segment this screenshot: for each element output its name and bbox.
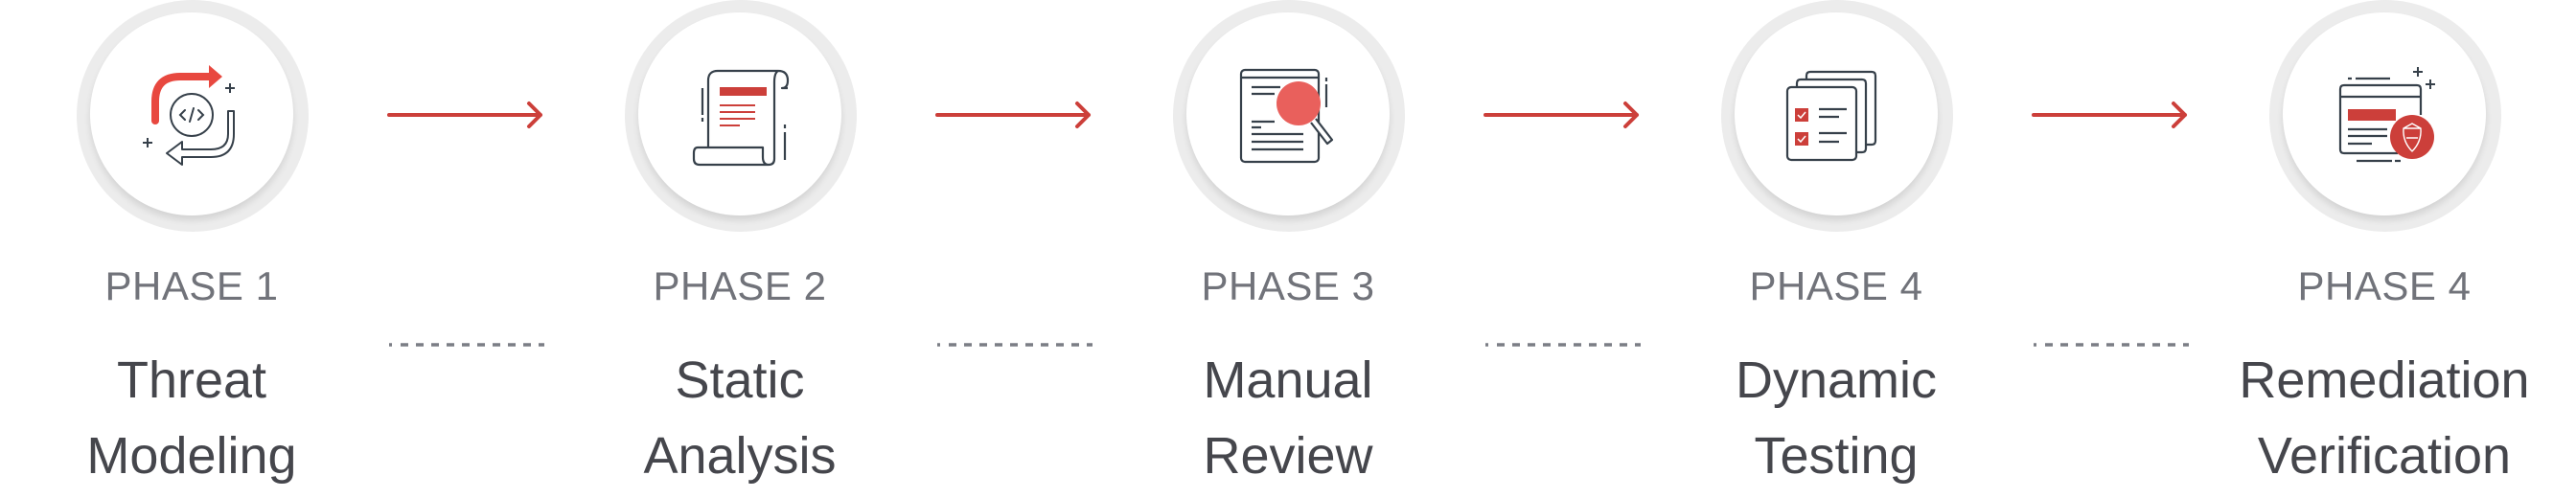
phase-step-2: PHASE 2 Static Analysis [539, 0, 941, 498]
phase-step-1: PHASE 1 Threat Modeling [0, 0, 393, 498]
document-magnifier-icon [1239, 68, 1334, 164]
phase-icon-ring [77, 0, 309, 232]
scroll-document-icon [692, 69, 790, 167]
phase-title-line2: Modeling [86, 427, 297, 485]
phase-title-line2: Verification [2257, 427, 2512, 485]
phase-label: PHASE 1 [104, 263, 279, 308]
phase-step-3: PHASE 3 Manual Review [1087, 0, 1489, 498]
dotted-divider [1485, 343, 1641, 347]
phase-title: Threat Modeling [0, 343, 393, 494]
phase-step-4: PHASE 4 Dynamic Testing [1635, 0, 2037, 498]
dotted-divider [937, 343, 1092, 347]
phase-title-line1: Remediation [2239, 351, 2530, 409]
phase-title: Manual Review [1087, 343, 1489, 494]
arrow-right-icon [2032, 102, 2187, 128]
phase-label: PHASE 4 [2297, 263, 2472, 308]
phase-title-line2: Testing [1754, 427, 1919, 485]
phase-title-line2: Analysis [643, 427, 837, 485]
arrow-right-icon [387, 102, 542, 128]
phase-label: PHASE 3 [1201, 263, 1375, 308]
phase-icon-ring [625, 0, 857, 232]
phase-icon-disc [1735, 12, 1938, 215]
phase-icon-ring [1721, 0, 1953, 232]
phase-label: PHASE 2 [653, 263, 827, 308]
phase-icon-disc [2283, 12, 2486, 215]
phase-icon-disc [90, 12, 293, 215]
phase-step-5: PHASE 4 Remediation Verification [2183, 0, 2576, 498]
phase-title-line1: Manual [1203, 351, 1373, 409]
phase-title-line1: Threat [116, 351, 267, 409]
dotted-divider [2034, 343, 2189, 347]
phase-icon-ring [1173, 0, 1405, 232]
phase-title-line1: Dynamic [1735, 351, 1938, 409]
arrow-right-icon [935, 102, 1091, 128]
phase-title-line1: Static [675, 351, 805, 409]
phase-icon-ring [2269, 0, 2501, 232]
phase-title-line2: Review [1203, 427, 1373, 485]
dotted-divider [389, 343, 544, 347]
phase-title: Dynamic Testing [1635, 343, 2037, 494]
browser-shield-icon [2338, 67, 2435, 163]
phase-title: Static Analysis [539, 343, 941, 494]
phase-title: Remediation Verification [2183, 343, 2576, 494]
arrow-right-icon [1484, 102, 1639, 128]
code-cycle-icon [143, 65, 235, 166]
checklist-stack-icon [1785, 70, 1877, 162]
phase-label: PHASE 4 [1749, 263, 1923, 308]
phase-icon-disc [1186, 12, 1390, 215]
phase-icon-disc [638, 12, 841, 215]
